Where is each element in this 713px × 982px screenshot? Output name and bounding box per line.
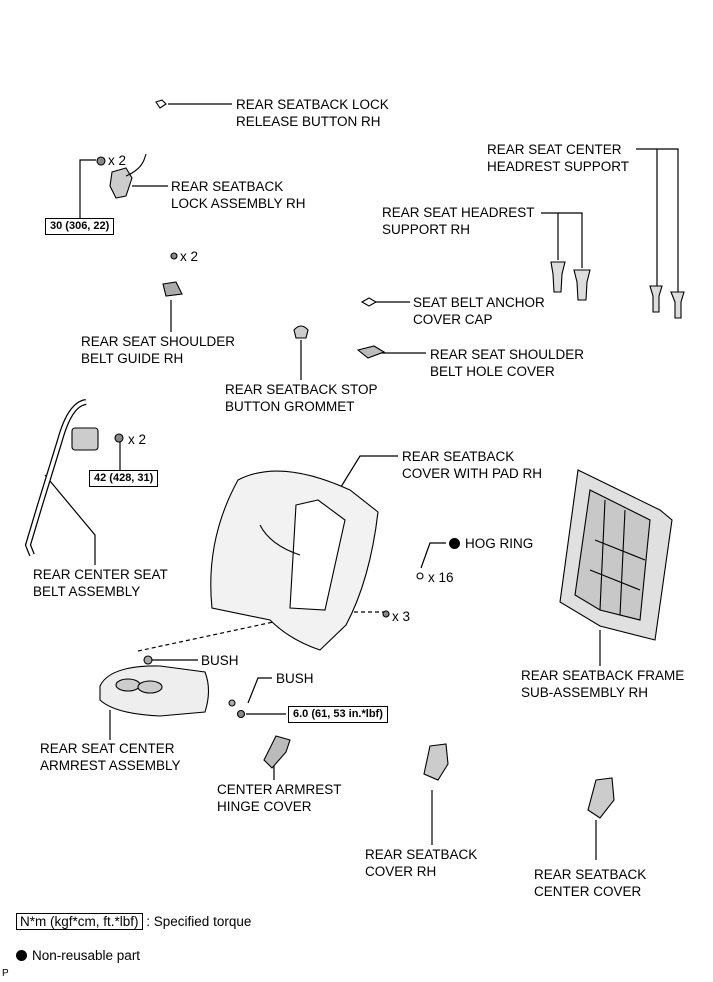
leader-center-headrest xyxy=(636,148,679,292)
legend-torque-unit: N*m (kgf*cm, ft.*lbf) xyxy=(16,913,143,930)
legend-torque: N*m (kgf*cm, ft.*lbf) : Specified torque xyxy=(16,913,251,930)
label-lock-assembly: REAR SEATBACK LOCK ASSEMBLY RH xyxy=(171,179,306,211)
qty-guide-screws: x 2 xyxy=(180,249,199,264)
label-shoulder-belt-guide: REAR SEAT SHOULDER BELT GUIDE RH xyxy=(81,334,236,366)
legend-torque-desc: : Specified torque xyxy=(146,914,252,929)
label-stop-button-grommet: REAR SEATBACK STOP BUTTON GROMMET xyxy=(225,382,378,414)
qty-clips: x 3 xyxy=(392,609,411,624)
label-seatback-center-cover: REAR SEATBACK CENTER COVER xyxy=(534,867,647,899)
shoulder-belt-guide-part xyxy=(162,281,183,297)
hinge-cover-part xyxy=(263,735,291,769)
leader-lock-bolt xyxy=(79,159,96,218)
nonreusable-dot-icon xyxy=(449,538,460,549)
bush-1-part xyxy=(143,655,153,665)
leader-headrest-support xyxy=(541,212,583,268)
leader-center-belt xyxy=(44,474,96,565)
dashed-armrest-line xyxy=(137,617,293,652)
label-frame-subassembly: REAR SEATBACK FRAME SUB-ASSEMBLY RH xyxy=(521,668,685,700)
grommet-part xyxy=(293,325,309,339)
lock-release-button-part xyxy=(155,99,167,109)
clip-part xyxy=(382,610,390,618)
lock-cable xyxy=(125,153,147,177)
qty-hog-rings: x 16 xyxy=(428,570,454,585)
leader-seatback-pad xyxy=(335,455,398,496)
hog-ring-part xyxy=(416,572,424,580)
headrest-support-part-2 xyxy=(573,269,591,301)
nonreusable-dot-icon xyxy=(16,950,27,961)
lock-bolt-part xyxy=(96,156,106,166)
label-anchor-cover-cap: SEAT BELT ANCHOR COVER CAP xyxy=(413,295,545,327)
label-center-seat-belt: REAR CENTER SEAT BELT ASSEMBLY xyxy=(33,567,168,599)
label-center-headrest-support: REAR SEAT CENTER HEADREST SUPPORT xyxy=(487,142,630,174)
torque-lock-bolt: 30 (306, 22) xyxy=(45,218,115,235)
label-seatback-cover: REAR SEATBACK COVER RH xyxy=(365,847,478,879)
leader-hog-ring xyxy=(420,542,446,569)
qty-lock-bolts: x 2 xyxy=(108,153,127,168)
label-bush-1: BUSH xyxy=(201,653,239,668)
belt-nut-part xyxy=(114,433,124,443)
label-hinge-cover: CENTER ARMREST HINGE COVER xyxy=(217,782,342,814)
label-lock-release-button: REAR SEATBACK LOCK RELEASE BUTTON RH xyxy=(236,97,389,129)
belt-retractor xyxy=(71,427,99,451)
guide-screw-part xyxy=(170,252,178,260)
corner-mark: P xyxy=(2,968,9,979)
label-headrest-support: REAR SEAT HEADREST SUPPORT RH xyxy=(382,205,535,237)
label-seatback-cover-pad: REAR SEATBACK COVER WITH PAD RH xyxy=(402,449,543,481)
bush-2-part xyxy=(228,699,236,707)
label-hog-ring: HOG RING xyxy=(449,535,533,552)
anchor-cover-cap-part xyxy=(360,297,378,307)
armrest-bolt-part xyxy=(236,709,246,719)
hole-cover-part xyxy=(356,345,386,359)
label-center-armrest: REAR SEAT CENTER ARMREST ASSEMBLY xyxy=(40,741,181,773)
headrest-support-part-1 xyxy=(550,261,566,293)
center-headrest-support-part-1 xyxy=(649,285,663,313)
lock-assembly-part xyxy=(109,167,133,199)
leader-bush-2 xyxy=(247,677,272,704)
center-headrest-support-part-2 xyxy=(670,291,685,319)
qty-belt-nuts: x 2 xyxy=(128,432,147,447)
center-seat-belt-part xyxy=(24,399,87,557)
seatback-cover-part xyxy=(423,743,449,781)
center-cover-part xyxy=(587,777,615,819)
label-hole-cover: REAR SEAT SHOULDER BELT HOLE COVER xyxy=(430,347,585,379)
torque-belt-nut: 42 (428, 31) xyxy=(89,470,159,487)
torque-armrest-bolt: 6.0 (61, 53 in.*lbf) xyxy=(288,706,388,723)
label-bush-2: BUSH xyxy=(276,671,314,686)
legend-nonreusable: Non-reusable part xyxy=(16,947,140,964)
